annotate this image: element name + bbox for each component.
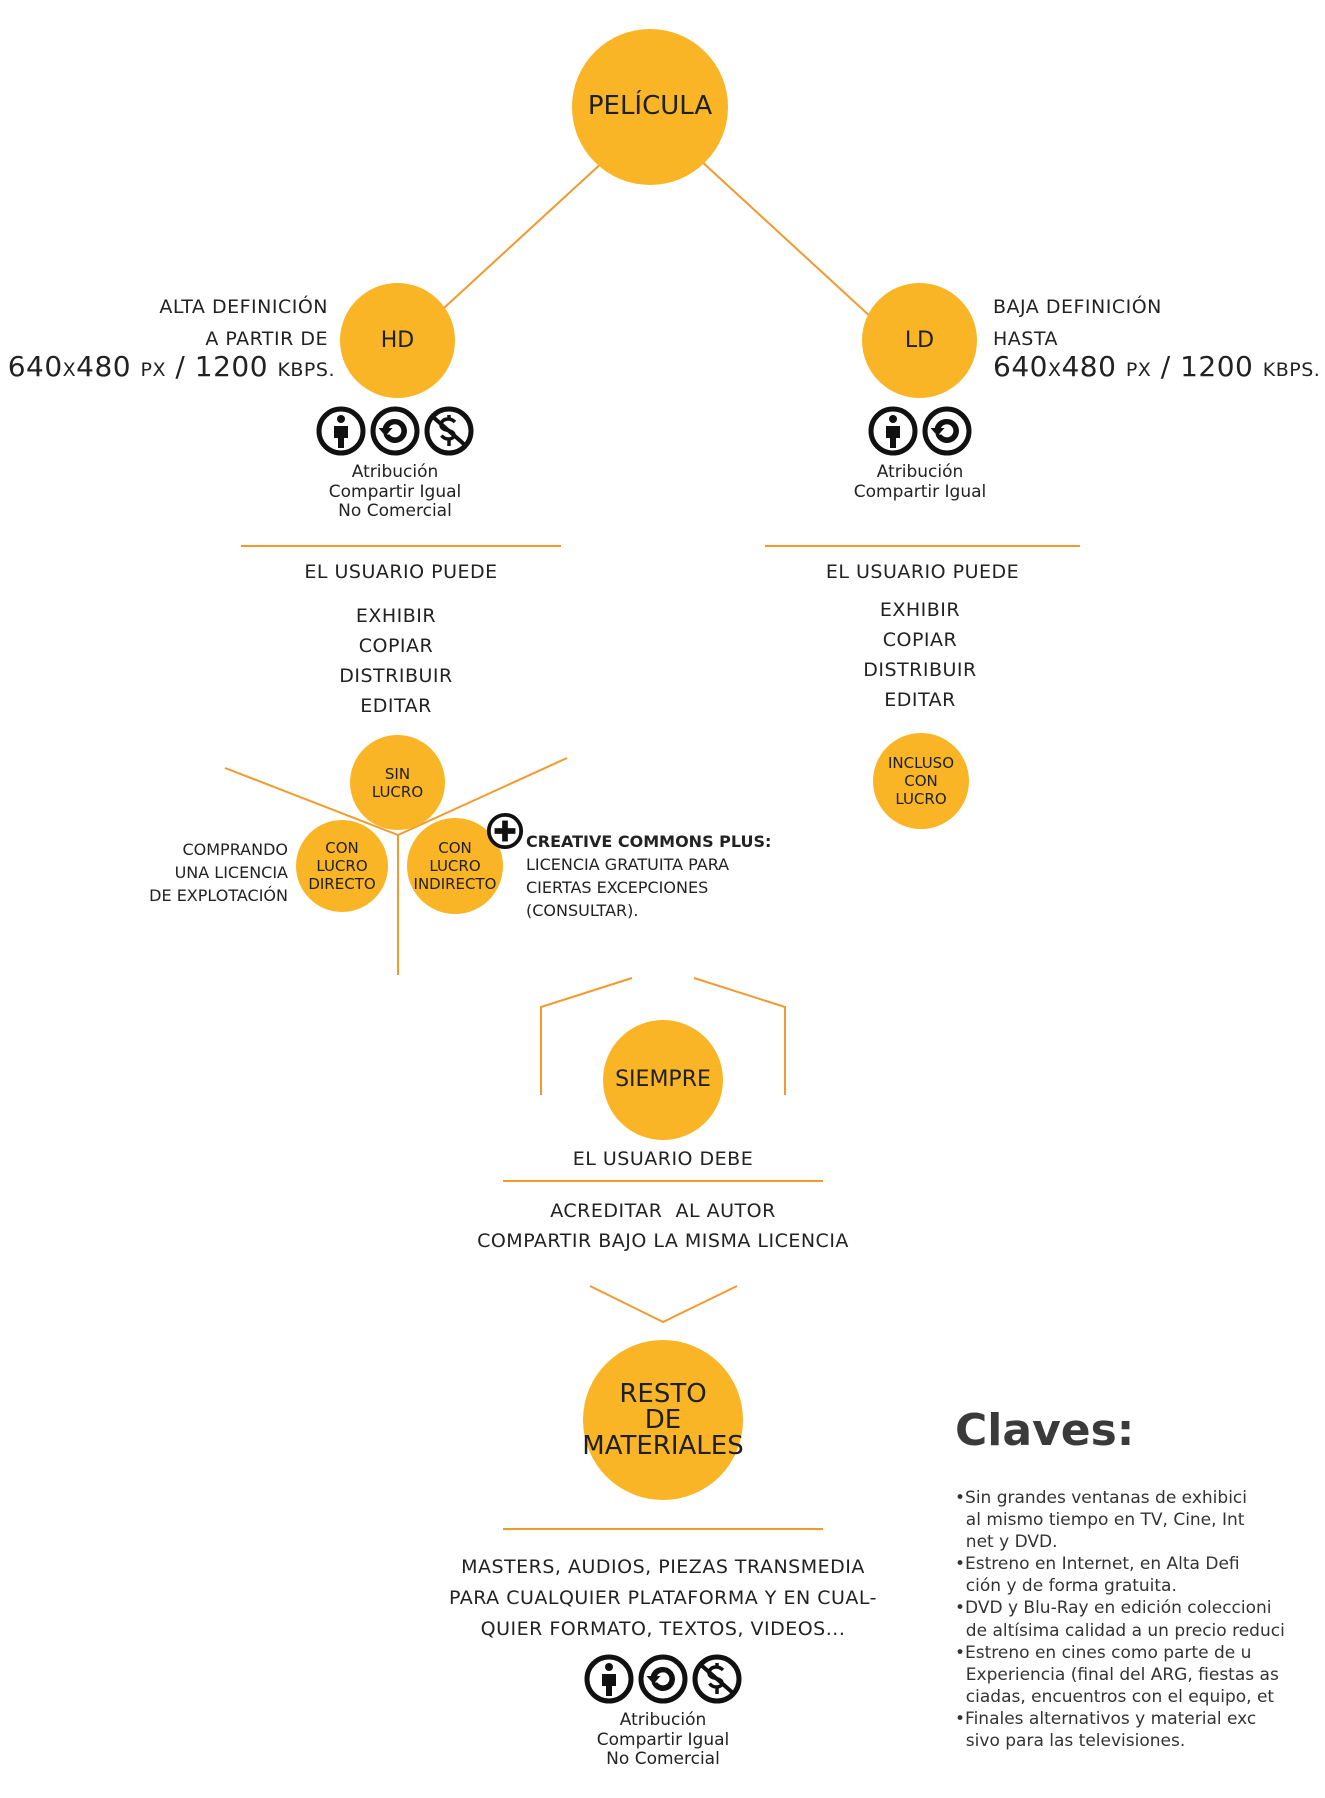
cc-attribution-icon	[316, 406, 366, 456]
line-root-hd	[419, 159, 606, 331]
ld-action: COPIAR	[882, 629, 958, 651]
hd-action: DISTRIBUIR	[339, 665, 453, 687]
claves-item: •Estreno en cines como parte de u	[955, 1642, 1252, 1663]
cc-noncommercial-icon	[424, 406, 474, 456]
siempre-circle: SIEMPRE	[603, 1020, 723, 1140]
con-lucro-indirecto-circle: CON LUCRO INDIRECTO	[407, 818, 503, 914]
resto-license-line-1: Compartir Igual	[596, 1729, 730, 1750]
siempre-line: COMPARTIR BAJO LA MISMA LICENCIA	[477, 1230, 849, 1252]
siempre-label: SIEMPRE	[615, 1067, 711, 1093]
cc-attribution-icon	[584, 1654, 634, 1704]
hd-subtitle: A PARTIR DE	[205, 328, 328, 350]
resto-circle: RESTO DE MATERIALES	[582, 1340, 744, 1500]
claves-item: al mismo tiempo en TV, Cine, Int	[955, 1510, 1245, 1531]
claves-item: •Estreno en Internet, en Alta Defi	[955, 1554, 1240, 1575]
claves-item: sivo para las televisiones.	[955, 1731, 1186, 1752]
cc-sharealike-icon	[638, 1654, 688, 1704]
resto-line: MASTERS, AUDIOS, PIEZAS TRANSMEDIA	[461, 1556, 865, 1578]
hd-actions: EXHIBIR COPIAR DISTRIBUIR EDITAR	[296, 601, 496, 721]
line-root-ld	[699, 159, 886, 331]
claves-title: Claves:	[955, 1405, 1135, 1456]
hd-license-line-0: Atribución	[351, 462, 439, 482]
hd-license: Atribución Compartir Igual No Comercial	[290, 405, 500, 522]
sin-lucro-label: SIN LUCRO	[371, 764, 424, 801]
cc-plus-title: CREATIVE COMMONS PLUS:	[526, 832, 772, 851]
claves-item: •Sin grandes ventanas de exhibici	[955, 1488, 1247, 1508]
ld-spec: 640X480 PX / 1200 KBPS.	[993, 350, 1321, 383]
ld-subtitle: HASTA	[993, 328, 1058, 350]
claves-item: ciadas, encuentros con el equipo, et	[955, 1686, 1275, 1707]
claves-item: net y DVD.	[955, 1532, 1058, 1553]
claves-item: de altísima calidad a un precio reduci	[955, 1620, 1285, 1641]
ld-action: EXHIBIR	[879, 599, 961, 621]
resto-line: QUIER FORMATO, TEXTOS, VIDEOS...	[480, 1618, 846, 1640]
claves-item: ción y de forma gratuita.	[955, 1576, 1177, 1597]
sin-lucro-circle: SIN LUCRO	[350, 735, 445, 830]
resto-lines: MASTERS, AUDIOS, PIEZAS TRANSMEDIA PARA …	[413, 1552, 913, 1645]
hd-circle-label: HD	[380, 327, 415, 353]
v-arrow	[589, 1285, 738, 1324]
resto-license: Atribución Compartir Igual No Comercial	[558, 1653, 768, 1770]
ld-license: Atribución Compartir Igual	[815, 405, 1025, 502]
cc-attribution-icon	[868, 406, 918, 456]
resto-license-line-2: No Comercial	[606, 1749, 720, 1770]
hd-license-line-1: Compartir Igual	[328, 481, 462, 502]
hd-title: ALTA DEFINICIÓN	[159, 296, 328, 318]
cc-sharealike-icon	[922, 406, 972, 456]
cc-plus-text: CREATIVE COMMONS PLUS: LICENCIA GRATUITA…	[526, 832, 772, 920]
resto-label: RESTO DE MATERIALES	[582, 1379, 744, 1461]
root-circle: PELÍCULA	[572, 29, 728, 185]
ld-title: BAJA DEFINICIÓN	[993, 296, 1162, 318]
hd-license-line-2: No Comercial	[338, 501, 452, 522]
claves-item: •Finales alternativos y material exc	[955, 1708, 1257, 1729]
claves-list: •Sin grandes ventanas de exhibici al mis…	[955, 1487, 1325, 1752]
comprando-text: COMPRANDO UNA LICENCIA DE EXPLOTACIÓN	[149, 840, 288, 905]
siempre-line: ACREDITAR AL AUTOR	[550, 1200, 776, 1222]
ld-circle-label: LD	[904, 327, 935, 353]
cc-noncommercial-icon	[692, 1654, 742, 1704]
ld-heading: EL USUARIO PUEDE	[825, 561, 1020, 583]
ld-action: EDITAR	[884, 689, 956, 711]
resto-license-line-0: Atribución	[619, 1710, 707, 1730]
line-y-left	[224, 767, 399, 836]
cc-sharealike-icon	[370, 406, 420, 456]
ld-circle: LD	[862, 283, 977, 398]
siempre-lines: ACREDITAR AL AUTOR COMPARTIR BAJO LA MIS…	[413, 1196, 913, 1256]
ld-action: DISTRIBUIR	[863, 659, 977, 681]
hd-heading: EL USUARIO PUEDE	[304, 561, 498, 583]
siempre-heading: EL USUARIO DEBE	[572, 1148, 754, 1170]
resto-divider	[503, 1528, 823, 1530]
siempre-divider	[503, 1180, 823, 1182]
hd-action: COPIAR	[358, 635, 434, 657]
root-label: PELÍCULA	[587, 91, 713, 122]
con-lucro-indirecto-label: CON LUCRO INDIRECTO	[413, 839, 497, 893]
bracket-right	[693, 977, 786, 1095]
hd-divider	[241, 545, 561, 547]
plus-icon	[486, 812, 524, 850]
ld-divider	[765, 545, 1080, 547]
claves-item: •DVD y Blu-Ray en edición coleccioni	[955, 1598, 1272, 1619]
bracket-left	[540, 977, 633, 1095]
con-lucro-directo-label: CON LUCRO DIRECTO	[308, 839, 376, 893]
incluso-con-lucro-circle: INCLUSO CON LUCRO	[873, 733, 969, 829]
hd-action: EXHIBIR	[355, 605, 437, 627]
hd-action: EDITAR	[360, 695, 432, 717]
hd-circle: HD	[340, 283, 455, 398]
line-y-right	[397, 757, 568, 836]
ld-license-line-0: Atribución	[876, 462, 964, 482]
ld-actions: EXHIBIR COPIAR DISTRIBUIR EDITAR	[820, 595, 1020, 715]
incluso-con-lucro-label: INCLUSO CON LUCRO	[887, 754, 955, 808]
hd-spec: 640X480 PX / 1200 KBPS.	[7, 350, 335, 383]
con-lucro-directo-circle: CON LUCRO DIRECTO	[296, 820, 388, 912]
resto-line: PARA CUALQUIER PLATAFORMA Y EN CUAL-	[448, 1587, 877, 1609]
claves-item: Experiencia (final del ARG, fiestas as	[955, 1664, 1279, 1685]
ld-license-line-1: Compartir Igual	[853, 481, 987, 502]
